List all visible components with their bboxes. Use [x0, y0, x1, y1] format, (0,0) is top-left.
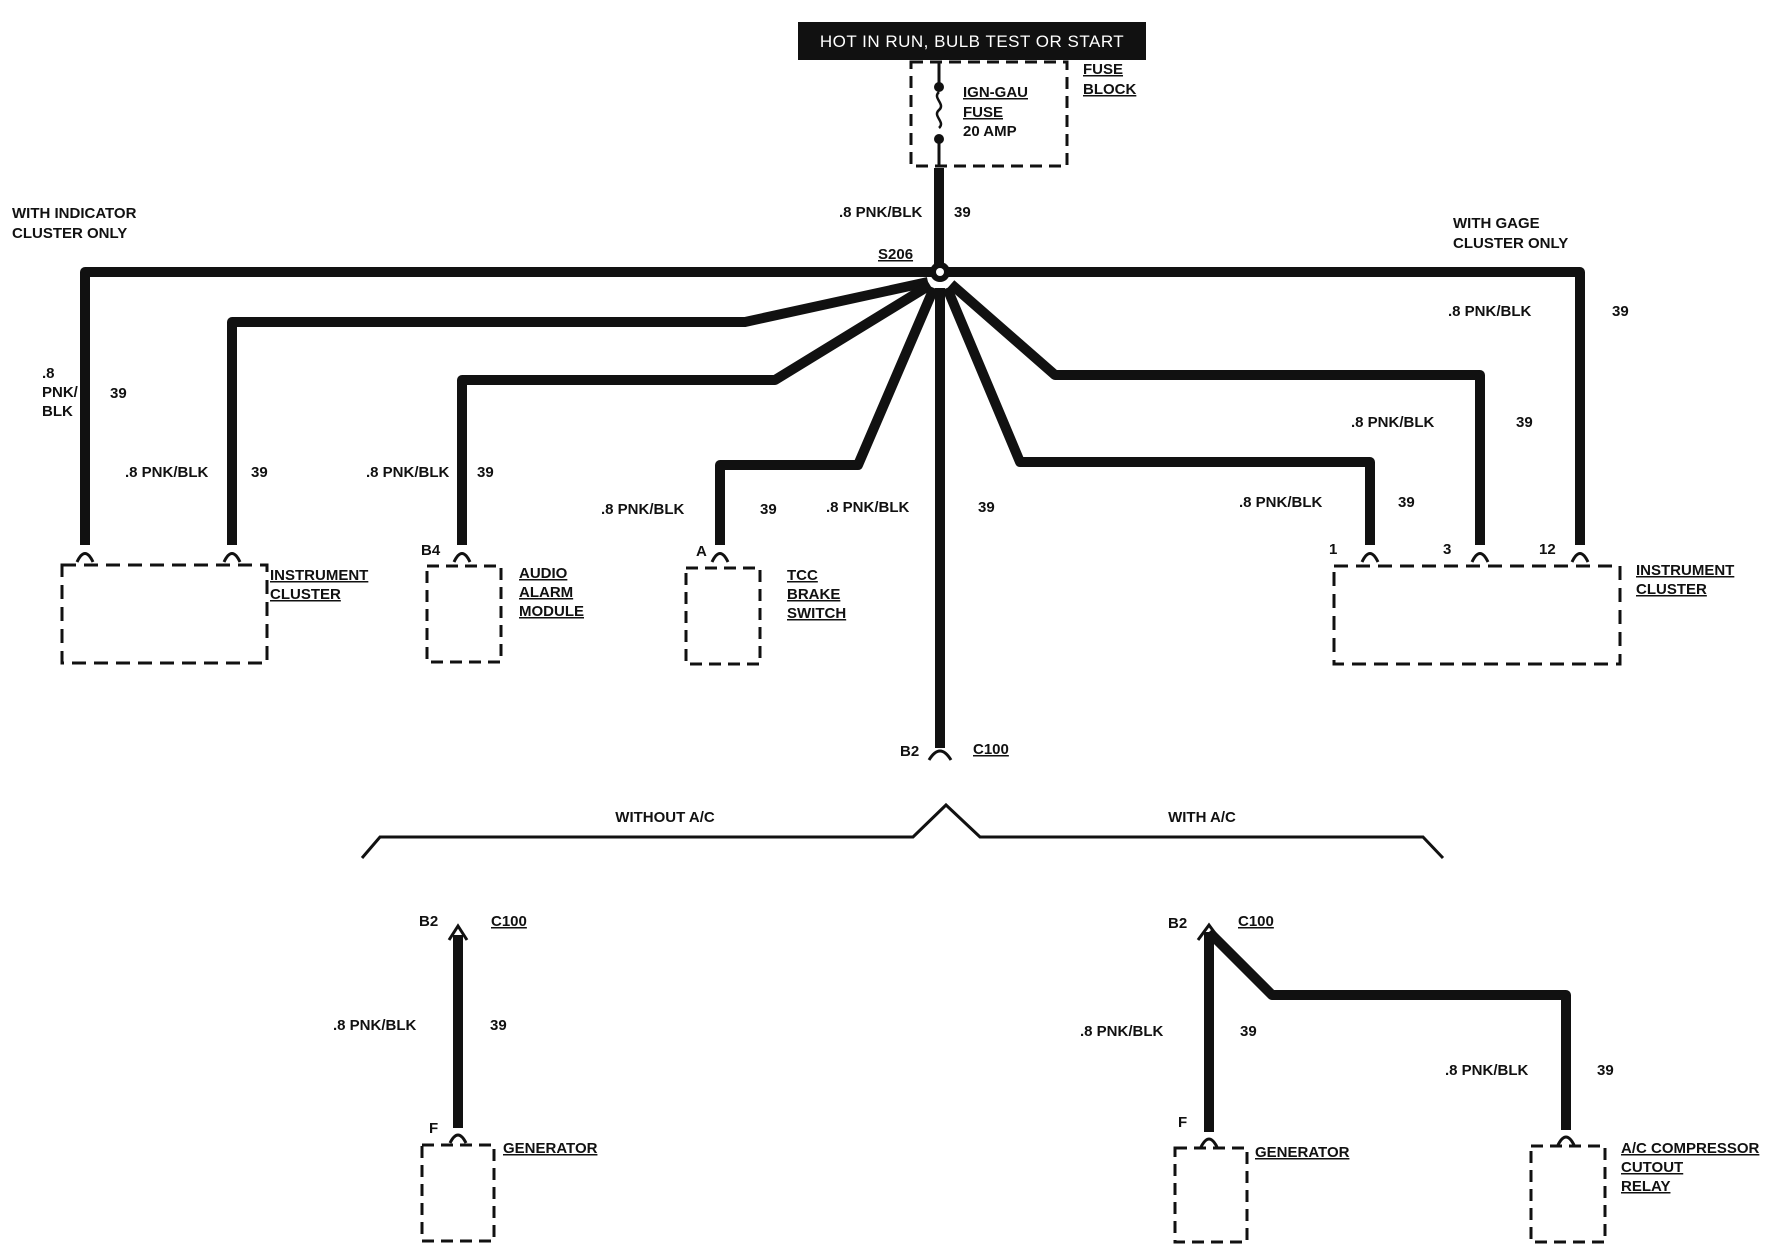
- fuse-block-label-2: BLOCK: [1083, 81, 1136, 98]
- cluster-right-pin-3: 3: [1443, 541, 1451, 558]
- wire-ac-relay: [1205, 928, 1571, 1130]
- wire-label-tcc: .8 PNK/BLK: [601, 501, 685, 518]
- generator-right-box: [1173, 1146, 1249, 1244]
- generator-left-terminal: [448, 1133, 468, 1144]
- generator-left-pin: F: [429, 1120, 438, 1137]
- generator-left-box: [420, 1143, 496, 1243]
- note-indicator-1: WITH INDICATOR: [12, 205, 137, 222]
- c100-name-right: C100: [1238, 913, 1274, 930]
- wires-upper: [80, 168, 1585, 748]
- wire-label-audio: .8 PNK/BLK: [366, 464, 450, 481]
- fuse-name-1: IGN-GAU: [963, 84, 1028, 101]
- tcc-brake-label-3: SWITCH: [787, 605, 846, 622]
- wire-label-ac-relay: .8 PNK/BLK: [1445, 1062, 1529, 1079]
- wire-label-cluster-b: .8 PNK/BLK: [125, 464, 209, 481]
- fuse-name-2: FUSE: [963, 104, 1003, 121]
- fuse-rating: 20 AMP: [963, 123, 1017, 140]
- audio-alarm-pin: B4: [421, 542, 441, 559]
- wire-left-cluster-a: [80, 267, 932, 545]
- circuit-label-trunk: 39: [978, 499, 995, 516]
- circuit-label-audio: 39: [477, 464, 494, 481]
- instrument-cluster-left-box: [60, 563, 269, 665]
- circuit-label-gen-left: 39: [490, 1017, 507, 1034]
- note-gage-2: CLUSTER ONLY: [1453, 235, 1568, 252]
- instrument-cluster-right-label-2: CLUSTER: [1636, 581, 1707, 598]
- note-with-ac: WITH A/C: [1168, 809, 1236, 826]
- circuit-label-gen-right: 39: [1240, 1023, 1257, 1040]
- option-bracket: [360, 802, 1445, 860]
- wire-label-pin1: .8 PNK/BLK: [1239, 494, 1323, 511]
- c100-connector-right: [1196, 922, 1222, 941]
- splice-label: S206: [878, 246, 913, 263]
- c100-name-left: C100: [491, 913, 527, 930]
- generator-right-terminal: [1199, 1137, 1219, 1148]
- wire-label-trunk: .8 PNK/BLK: [826, 499, 910, 516]
- wire-label-fuse: .8 PNK/BLK: [839, 204, 923, 221]
- power-banner-box: [798, 22, 1146, 60]
- ac-relay-label-1: A/C COMPRESSOR: [1621, 1140, 1760, 1157]
- tcc-brake-switch-box: [684, 566, 762, 666]
- audio-alarm-label-2: ALARM: [519, 584, 573, 601]
- circuit-label-pin1: 39: [1398, 494, 1415, 511]
- wire-audio-alarm: [457, 280, 933, 545]
- wire-label-pin3: .8 PNK/BLK: [1351, 414, 1435, 431]
- c100-pin-right: B2: [1168, 915, 1187, 932]
- wire-label-stacked-1: .8: [42, 365, 55, 382]
- ac-relay-label-3: RELAY: [1621, 1178, 1670, 1195]
- circuit-label-cluster-b: 39: [251, 464, 268, 481]
- generator-right-pin: F: [1178, 1114, 1187, 1131]
- wire-label-stacked-3: BLK: [42, 403, 73, 420]
- tcc-brake-label-2: BRAKE: [787, 586, 840, 603]
- fuse-block-box: [909, 60, 1069, 168]
- audio-alarm-label-3: MODULE: [519, 603, 584, 620]
- fuse-symbol: [934, 62, 944, 166]
- audio-alarm-label-1: AUDIO: [519, 565, 568, 582]
- audio-alarm-box: [425, 564, 503, 664]
- ac-relay-label-2: CUTOUT: [1621, 1159, 1683, 1176]
- power-banner: HOT IN RUN, BULB TEST OR START: [820, 32, 1124, 51]
- cluster-right-pin-1: 1: [1329, 541, 1337, 558]
- wire-right-cluster-pin3: [947, 280, 1485, 545]
- tcc-brake-pin: A: [696, 543, 707, 560]
- generator-left-label: GENERATOR: [503, 1140, 598, 1157]
- c100-pin-top: B2: [900, 743, 919, 760]
- generator-right-label: GENERATOR: [1255, 1144, 1350, 1161]
- instrument-cluster-left-label-2: CLUSTER: [270, 586, 341, 603]
- c100-pin-left: B2: [419, 913, 438, 930]
- wire-label-pin12: .8 PNK/BLK: [1448, 303, 1532, 320]
- note-indicator-2: CLUSTER ONLY: [12, 225, 127, 242]
- cluster-right-pin-12: 12: [1539, 541, 1556, 558]
- instrument-cluster-right-label-1: INSTRUMENT: [1636, 562, 1734, 579]
- circuit-label-pin12: 39: [1612, 303, 1629, 320]
- wire-label-gen-left: .8 PNK/BLK: [333, 1017, 417, 1034]
- c100-connector-left: [447, 923, 469, 941]
- wire-label-gen-right: .8 PNK/BLK: [1080, 1023, 1164, 1040]
- instrument-cluster-left-label-1: INSTRUMENT: [270, 567, 368, 584]
- circuit-label-ac-relay: 39: [1597, 1062, 1614, 1079]
- circuit-label-cluster-a: 39: [110, 385, 127, 402]
- circuit-label-pin3: 39: [1516, 414, 1533, 431]
- wire-tcc-brake: [715, 286, 939, 545]
- note-without-ac: WITHOUT A/C: [615, 809, 715, 826]
- wire-label-stacked-2: PNK/: [42, 384, 79, 401]
- fuse-block-label-1: FUSE: [1083, 61, 1123, 78]
- ac-relay-box: [1529, 1144, 1607, 1244]
- note-gage-1: WITH GAGE: [1453, 215, 1540, 232]
- wire-left-cluster-b: [227, 277, 930, 545]
- wire-right-cluster-pin1: [942, 286, 1375, 545]
- terminals-upper: [75, 552, 1590, 563]
- c100-connector-top: [927, 749, 953, 761]
- tcc-brake-label-1: TCC: [787, 567, 818, 584]
- circuit-label-tcc: 39: [760, 501, 777, 518]
- wire-right-cluster-pin12: [948, 267, 1585, 545]
- instrument-cluster-right-box: [1332, 564, 1622, 666]
- ac-relay-terminal: [1556, 1135, 1576, 1146]
- c100-name-top: C100: [973, 741, 1009, 758]
- circuit-label-fuse: 39: [954, 204, 971, 221]
